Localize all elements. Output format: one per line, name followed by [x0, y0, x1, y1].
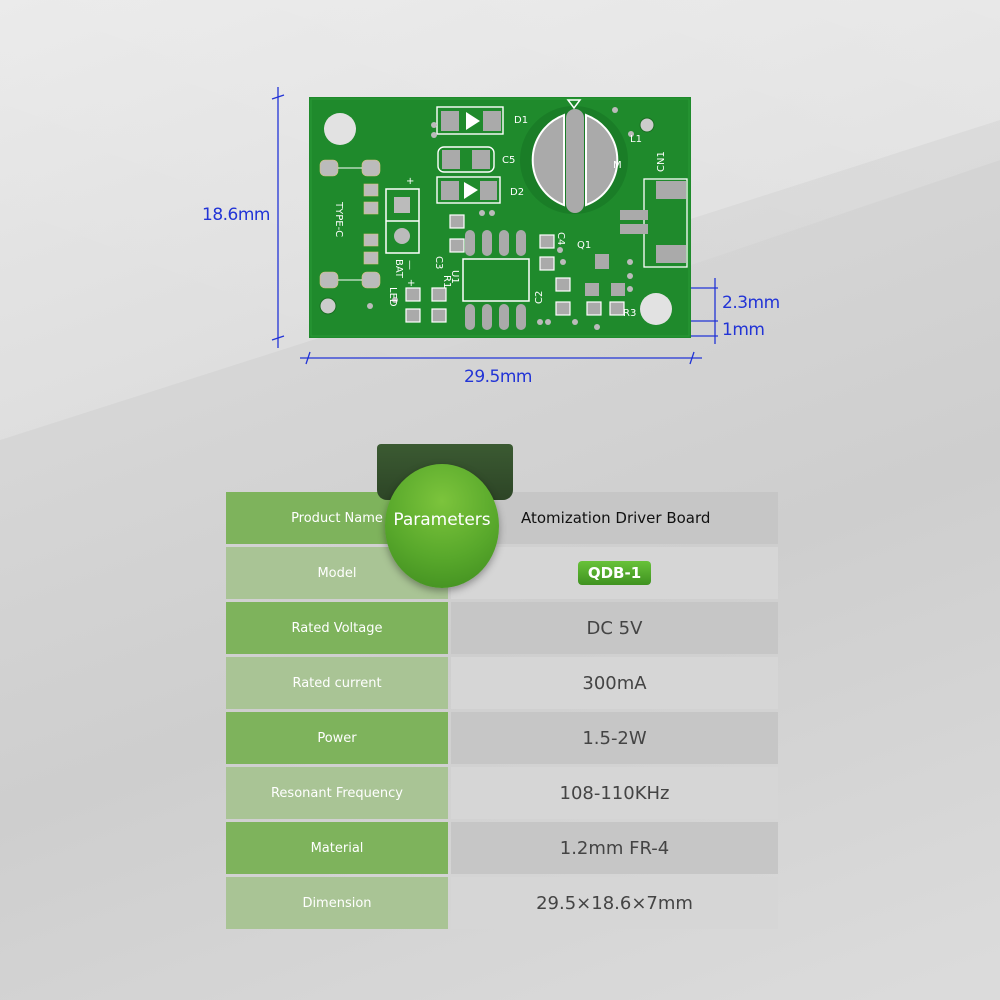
silk-label-l1: L1 [630, 134, 642, 145]
silk-label-typec: TYPE-C [333, 201, 344, 237]
row-value-cell: QDB-1 [451, 547, 778, 599]
diode-d1 [436, 106, 504, 135]
silk-label-c2: C2 [534, 291, 545, 304]
parameters-table: Product Name Atomization Driver Board Mo… [226, 492, 778, 932]
silk-plus-2: + [407, 278, 415, 289]
silk-label-q1: Q1 [577, 240, 591, 251]
table-row-rated-current: Rated current 300mA [226, 657, 778, 709]
silk-label-led: LED [387, 287, 398, 307]
row-value: 1.5-2W [451, 712, 778, 764]
row-value: Atomization Driver Board [451, 492, 778, 544]
table-row-dimension: Dimension 29.5×18.6×7mm [226, 877, 778, 929]
silk-label-bat: BAT [393, 259, 404, 279]
silk-minus: — [404, 260, 415, 270]
silk-label-d1: D1 [514, 115, 528, 126]
height-dimension-label: 18.6mm [202, 205, 270, 225]
pcb-board: D1 D2 C5 L1 M CN1 TYPE-C BAT LED C3 U1 R… [309, 97, 691, 338]
silk-label-m: M [613, 160, 622, 171]
silk-plus: + [406, 176, 414, 187]
silk-label-r3: R3 [623, 308, 636, 319]
table-row-model: Model QDB-1 [226, 547, 778, 599]
silk-label-r1: R1 [441, 275, 452, 288]
silk-label-c4: C4 [555, 232, 566, 245]
mounting-hole [640, 293, 672, 325]
row-label: Material [226, 822, 448, 874]
model-badge: QDB-1 [577, 561, 652, 585]
row-label: Rated Voltage [226, 602, 448, 654]
table-row-rated-voltage: Rated Voltage DC 5V [226, 602, 778, 654]
silk-label-u1: U1 [449, 270, 460, 284]
mounting-hole [324, 113, 356, 145]
pcb-diagram: D1 D2 C5 L1 M CN1 TYPE-C BAT LED C3 U1 R… [271, 87, 718, 365]
row-value: 29.5×18.6×7mm [451, 877, 778, 929]
row-label: Resonant Frequency [226, 767, 448, 819]
parameters-title: Parameters [393, 510, 491, 530]
hole-offset-label: 2.3mm [722, 293, 780, 313]
row-label: Rated current [226, 657, 448, 709]
silk-label-cn1: CN1 [656, 151, 667, 172]
typec-pads [319, 159, 381, 289]
silk-label-c3: C3 [433, 256, 444, 269]
inductor-l1 [520, 99, 628, 214]
row-label: Power [226, 712, 448, 764]
table-row-material: Material 1.2mm FR-4 [226, 822, 778, 874]
silk-label-d2: D2 [510, 187, 524, 198]
ic-pins [465, 230, 526, 330]
row-value: 108-110KHz [451, 767, 778, 819]
row-value: DC 5V [451, 602, 778, 654]
width-dimension-label: 29.5mm [464, 367, 532, 387]
table-row-power: Power 1.5-2W [226, 712, 778, 764]
silk-label-c5: C5 [502, 155, 515, 166]
row-value: 300mA [451, 657, 778, 709]
edge-offset-label: 1mm [722, 320, 765, 340]
parameters-badge: Parameters [385, 464, 499, 588]
diode-d2 [436, 176, 501, 204]
table-row-resonant-frequency: Resonant Frequency 108-110KHz [226, 767, 778, 819]
row-value: 1.2mm FR-4 [451, 822, 778, 874]
row-label: Dimension [226, 877, 448, 929]
